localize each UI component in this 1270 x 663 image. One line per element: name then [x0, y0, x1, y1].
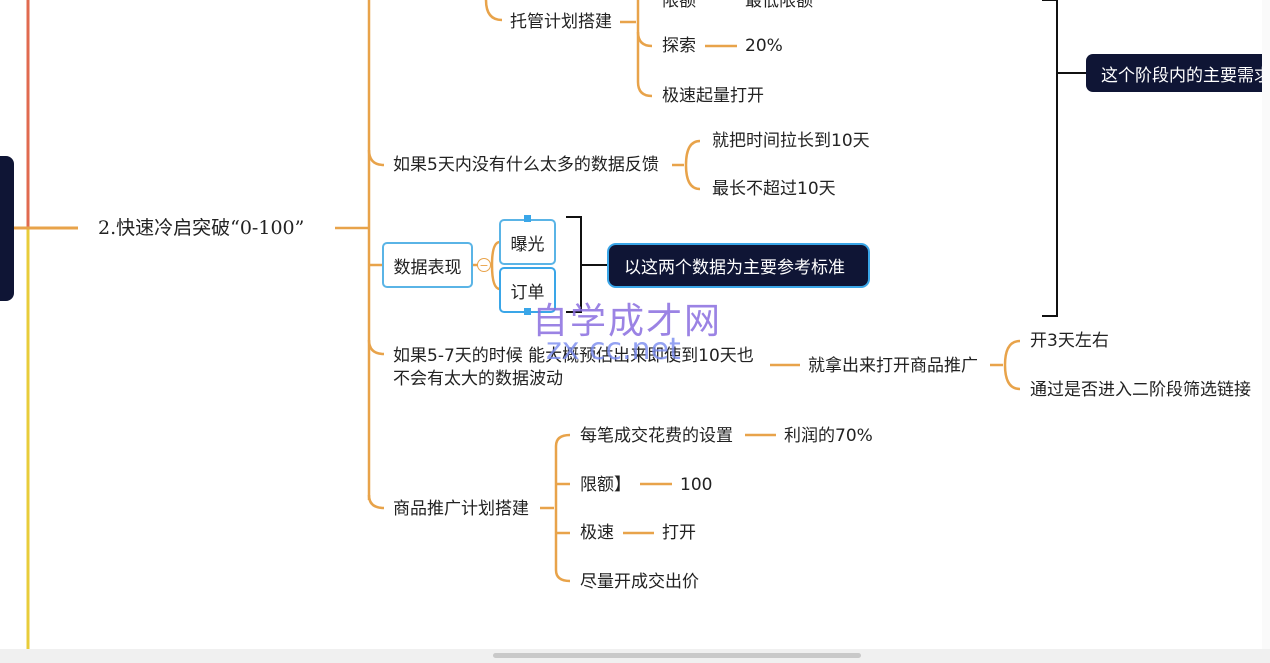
node-estimate-line2[interactable]: 不会有太大的数据波动	[393, 369, 563, 389]
node-product-promo-plan[interactable]: 商品推广计划搭建	[393, 499, 529, 519]
node-max-10-days[interactable]: 最长不超过10天	[712, 179, 836, 199]
node-promo-limit[interactable]: 限额】	[580, 475, 631, 495]
node-exposure-label: 曝光	[510, 234, 545, 255]
horizontal-scrollbar[interactable]	[0, 649, 1270, 663]
node-limit-100[interactable]: 100	[680, 475, 713, 495]
bracket-small	[566, 216, 609, 313]
node-explore-value[interactable]: 20%	[745, 36, 783, 56]
vertical-scrollbar[interactable]	[1262, 0, 1270, 649]
node-open-3-days[interactable]: 开3天左右	[1030, 331, 1109, 351]
node-min-limit-cut[interactable]: 最低限额	[745, 0, 813, 11]
node-speed[interactable]: 极速	[580, 523, 614, 543]
node-fast-volume[interactable]: 极速起量打开	[662, 86, 764, 106]
node-limit-cut[interactable]: 限额	[662, 0, 696, 11]
horizontal-scrollbar-thumb[interactable]	[493, 653, 861, 658]
node-orders-label: 订单	[510, 282, 545, 303]
selection-handle-bottom[interactable]	[524, 308, 531, 315]
node-bid-price[interactable]: 尽量开成交出价	[580, 572, 699, 592]
node-stage2-filter[interactable]: 通过是否进入二阶段筛选链接	[1030, 380, 1251, 400]
node-no-feedback[interactable]: 如果5天内没有什么太多的数据反馈	[393, 155, 659, 175]
node-open-product-promo[interactable]: 就拿出来打开商品推广	[808, 356, 978, 376]
node-managed-plan[interactable]: 托管计划搭建	[510, 12, 612, 32]
node-orders[interactable]: 订单	[499, 267, 556, 313]
root-node[interactable]: 2.快速冷启突破“0-100”	[98, 217, 305, 239]
node-speed-open[interactable]: 打开	[662, 523, 696, 543]
node-extend-10-days[interactable]: 就把时间拉长到10天	[712, 131, 870, 151]
node-data-performance[interactable]: 数据表现	[382, 242, 473, 288]
node-cost-per-deal[interactable]: 每笔成交花费的设置	[580, 426, 733, 446]
reference-standard-note[interactable]: 以这两个数据为主要参考标准	[609, 245, 868, 286]
node-exposure[interactable]: 曝光	[499, 219, 556, 265]
node-data-performance-label: 数据表现	[393, 257, 462, 278]
collapse-toggle-icon[interactable]: −	[477, 258, 491, 272]
left-panel-tab[interactable]	[0, 156, 14, 301]
stage-requirement-note[interactable]: 这个阶段内的主要需求	[1086, 54, 1270, 92]
selection-handle-top[interactable]	[524, 215, 531, 222]
bracket-large	[1042, 0, 1088, 317]
node-estimate-line1[interactable]: 如果5-7天的时候 能大概预估出来即使到10天也	[393, 346, 754, 366]
node-profit-70[interactable]: 利润的70%	[784, 426, 873, 446]
node-explore[interactable]: 探索	[662, 36, 696, 56]
